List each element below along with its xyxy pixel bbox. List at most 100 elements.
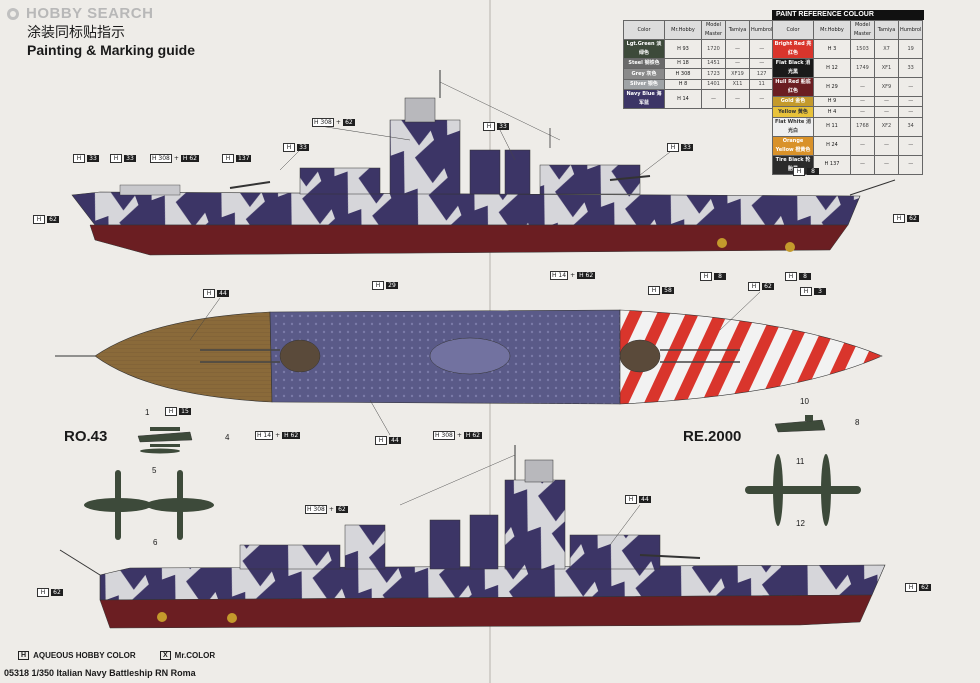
column-header: Model Master (850, 20, 875, 40)
callout-decal-number: 62 (342, 119, 355, 126)
callout-decal-number: 15 (179, 408, 191, 415)
mr-color-key-box: X (160, 651, 171, 660)
part-number: 8 (855, 418, 860, 427)
callout-decal-number: 33 (497, 123, 509, 130)
callout-decal-number: 137 (236, 155, 252, 162)
callout-decal-number: 29 (386, 282, 398, 289)
humbrol-code: — (897, 106, 924, 118)
part-number: 10 (800, 397, 809, 406)
callout-paint-code: H (905, 583, 917, 592)
callout-paint-code: H (283, 143, 295, 152)
plan-view-deck (55, 309, 883, 405)
mr-color-label: Mr.COLOR (174, 651, 216, 660)
callout-paint-code: H (800, 287, 812, 296)
aqueous-key-box: H (18, 651, 30, 660)
column-header: Mr.Hobby (813, 20, 851, 40)
callout-25: H 308+62 (305, 505, 348, 514)
callout-decal-number: 44 (217, 290, 229, 297)
humbrol-code: 34 (897, 116, 924, 137)
callout-paint-code: H (372, 281, 384, 290)
callout-paint-code: H (203, 289, 215, 298)
re2000-aircraft (745, 415, 861, 526)
callout-paint-code: H (110, 154, 122, 163)
callout-paint-code: H (33, 215, 45, 224)
callout-paint-code: H 308 (433, 431, 455, 440)
callout-decal-number: 62 (47, 216, 59, 223)
callout-decal-number: 33 (87, 155, 99, 162)
callout-decal-number: H 62 (577, 272, 596, 279)
column-header: Humbrol (748, 20, 775, 40)
column-header: Humbrol (897, 20, 924, 40)
paint-reference-header: PAINT REFERENCE COLOUR (772, 10, 924, 20)
part-number: 6 (153, 538, 158, 547)
humbrol-code: — (897, 135, 924, 156)
callout-decal-number: 44 (639, 496, 651, 503)
legend-aqueous: H AQUEOUS HOBBY COLOR (18, 651, 136, 660)
callout-decal-number: 62 (907, 215, 919, 222)
callout-decal-number: 8 (714, 273, 726, 280)
callout-1: H 308+62 (312, 118, 355, 127)
mr-hobby-code: H 14 (664, 89, 702, 110)
page-title: Painting & Marking guide (27, 42, 196, 58)
callout-paint-code: H (793, 167, 805, 176)
callout-paint-code: H 308 (150, 154, 172, 163)
logo-text: HOBBY SEARCH (26, 5, 154, 22)
callout-decal-number: H 62 (180, 155, 199, 162)
humbrol-code: — (897, 154, 924, 175)
callout-decal-number: 8 (799, 273, 811, 280)
callout-paint-code: H (222, 154, 234, 163)
re2000-label: RE.2000 (683, 428, 742, 445)
callout-22: H 308+H 62 (433, 431, 482, 440)
column-header: Model Master (701, 20, 726, 40)
column-header: Color (772, 20, 814, 40)
callout-5: H 308+H 62 (150, 154, 199, 163)
footer-product-line: 05318 1/350 Italian Navy Battleship RN R… (4, 668, 196, 678)
column-header: Mr.Hobby (664, 20, 702, 40)
callout-decal-number: 44 (389, 437, 401, 444)
callout-16: H 14+H 62 (550, 271, 596, 280)
color-swatch: Flat White 消光白 (772, 116, 814, 137)
mm-code: — (850, 154, 875, 175)
callout-paint-code: H (165, 407, 177, 416)
callout-decal-number: 62 (51, 589, 63, 596)
aqueous-label: AQUEOUS HOBBY COLOR (33, 651, 136, 660)
callout-decal-number: 62 (335, 506, 348, 513)
callout-paint-code: H 308 (312, 118, 334, 127)
part-number: 12 (796, 519, 805, 528)
callout-paint-code: H (785, 272, 797, 281)
callout-paint-code: H (700, 272, 712, 281)
color-swatch: Bright Red 亮红色 (772, 39, 814, 59)
part-number: 4 (225, 433, 230, 442)
callout-decal-number: H 62 (463, 432, 482, 439)
side-view-port (59, 445, 886, 629)
part-number: 11 (796, 457, 805, 466)
callout-paint-code: H (625, 495, 637, 504)
callout-decal-number: 62 (762, 283, 774, 290)
